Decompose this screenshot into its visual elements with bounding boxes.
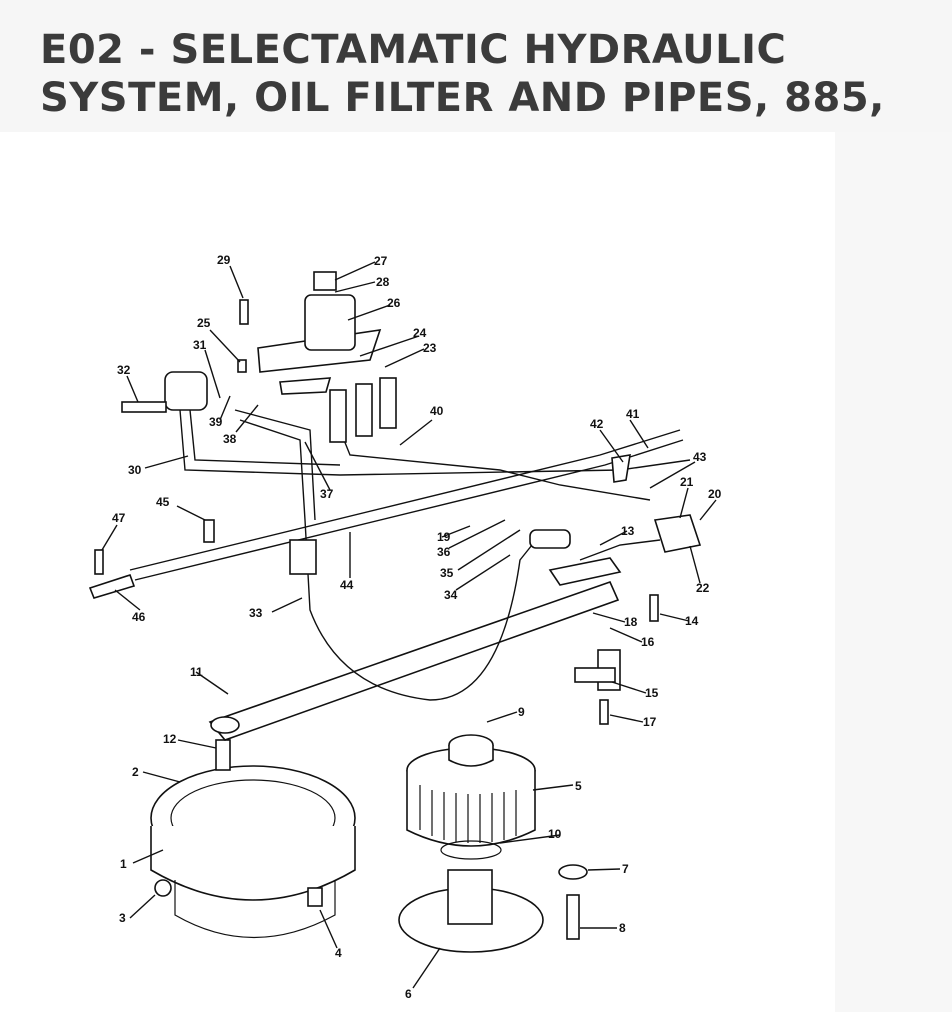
callout-25: 25	[197, 316, 211, 330]
callout-46: 46	[132, 610, 146, 624]
callout-12: 12	[163, 732, 177, 746]
callout-38: 38	[223, 432, 237, 446]
callout-32: 32	[117, 363, 131, 377]
callout-28: 28	[376, 275, 390, 289]
callout-39: 39	[209, 415, 223, 429]
callout-14: 14	[685, 614, 699, 628]
callout-17: 17	[643, 715, 657, 729]
callout-6: 6	[405, 987, 412, 1001]
callout-8: 8	[619, 921, 626, 935]
callout-23: 23	[423, 341, 437, 355]
callout-labels: 1 2 3 4 5 6 7 8 9 10 11 12 13 14 15 16 1…	[112, 253, 722, 1001]
callout-24: 24	[413, 326, 427, 340]
callout-15: 15	[645, 686, 659, 700]
callout-4: 4	[335, 946, 342, 960]
leader-lines	[101, 261, 717, 989]
callout-20: 20	[708, 487, 722, 501]
callout-40: 40	[430, 404, 444, 418]
callout-30: 30	[128, 463, 142, 477]
callout-45: 45	[156, 495, 170, 509]
part-drawings	[88, 271, 702, 953]
callout-42: 42	[590, 417, 604, 431]
callout-43: 43	[693, 450, 707, 464]
callout-35: 35	[440, 566, 454, 580]
callout-11: 11	[190, 665, 203, 679]
callout-19: 19	[437, 530, 451, 544]
callout-7: 7	[622, 862, 629, 876]
callout-2: 2	[132, 765, 139, 779]
callout-21: 21	[680, 475, 694, 489]
callout-9: 9	[518, 705, 525, 719]
callout-27: 27	[374, 254, 388, 268]
callout-26: 26	[387, 296, 401, 310]
callout-10: 10	[548, 827, 562, 841]
callout-41: 41	[626, 407, 640, 421]
callout-36: 36	[437, 545, 451, 559]
callout-37: 37	[320, 487, 334, 501]
callout-16: 16	[641, 635, 655, 649]
callout-47: 47	[112, 511, 126, 525]
callout-22: 22	[696, 581, 710, 595]
callout-13: 13	[621, 524, 635, 538]
callout-34: 34	[444, 588, 458, 602]
callout-3: 3	[119, 911, 126, 925]
callout-31: 31	[193, 338, 207, 352]
title-bar: E02 - SELECTAMATIC HYDRAULIC SYSTEM, OIL…	[0, 0, 952, 132]
callout-1: 1	[120, 857, 127, 871]
callout-33: 33	[249, 606, 263, 620]
side-margin	[835, 132, 952, 1012]
page-title: E02 - SELECTAMATIC HYDRAULIC SYSTEM, OIL…	[40, 27, 885, 121]
callout-29: 29	[217, 253, 231, 267]
callout-5: 5	[575, 779, 582, 793]
callout-44: 44	[340, 578, 354, 592]
callout-18: 18	[624, 615, 638, 629]
